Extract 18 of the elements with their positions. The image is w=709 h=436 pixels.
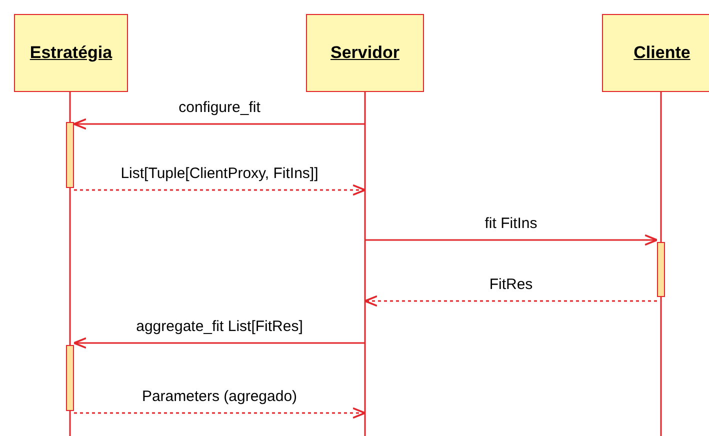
message-label: configure_fit: [178, 98, 262, 118]
message-arrow: [74, 184, 366, 196]
message-arrow: [73, 337, 365, 349]
message-arrow: [364, 295, 657, 307]
message-label: fit FitIns: [484, 214, 538, 234]
participant-name: Cliente: [634, 43, 690, 63]
participant-name: Estratégia: [30, 43, 112, 63]
activation-bar: [66, 345, 74, 411]
message-arrow: [74, 407, 366, 419]
message-label: List[Tuple[ClientProxy, FitIns]]: [120, 164, 320, 184]
message-arrow: [365, 234, 658, 246]
message-label: FitRes: [488, 275, 534, 295]
activation-bar: [657, 242, 665, 297]
activation-bar: [66, 122, 74, 188]
message-label: aggregate_fit List[FitRes]: [135, 317, 304, 337]
participant-name: Servidor: [330, 43, 400, 63]
message-arrow: [73, 118, 365, 130]
message-label: Parameters (agregado): [140, 387, 298, 407]
